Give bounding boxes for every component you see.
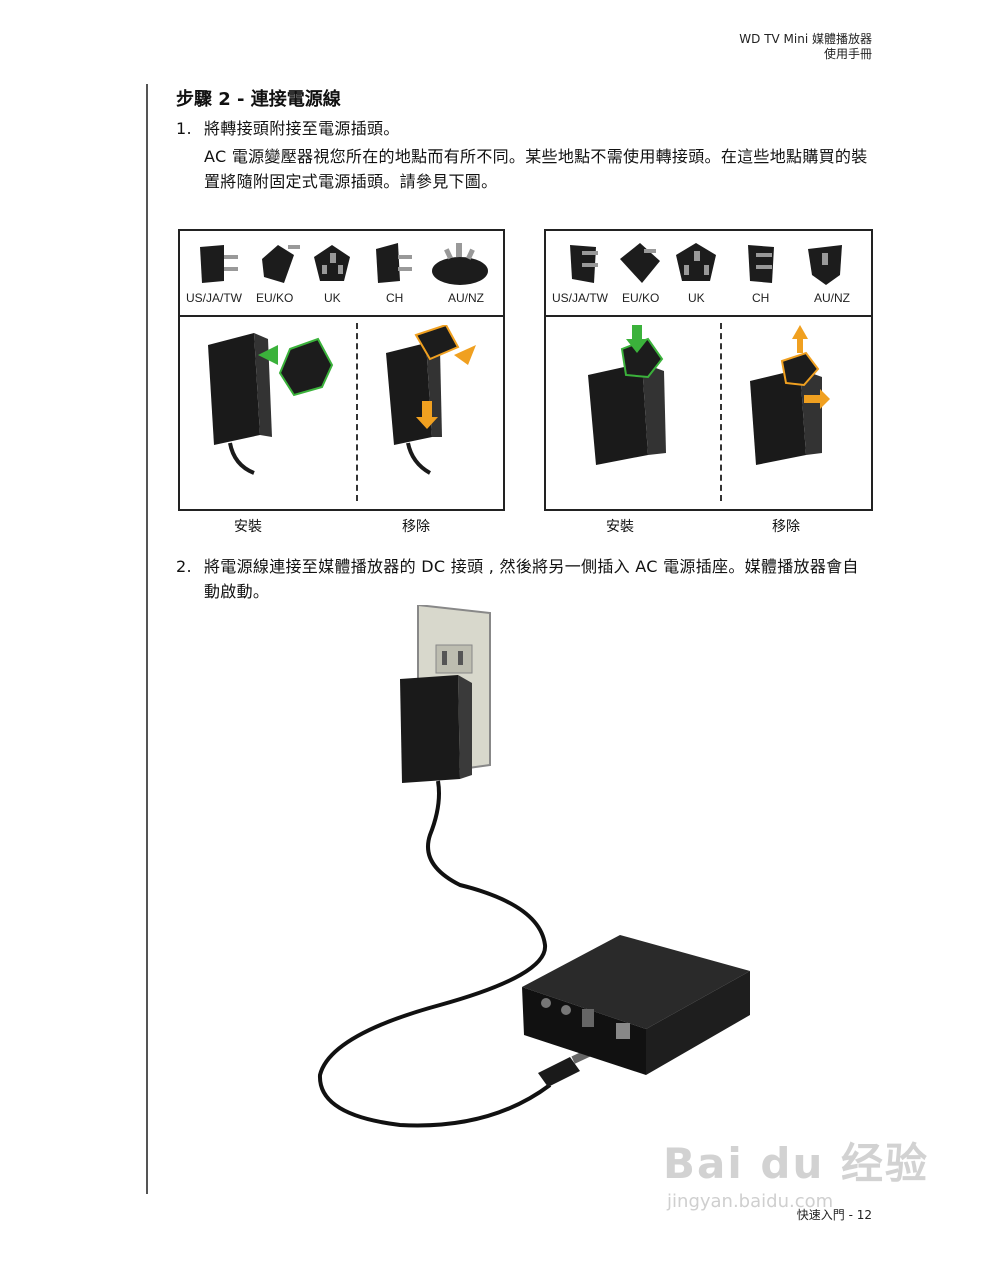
plug-label: UK [324, 291, 341, 305]
plug-label: AU/NZ [814, 291, 850, 305]
item-description: AC 電源變壓器視您所在的地點而有所不同。某些地點不需使用轉接頭。在這些地點購買… [204, 147, 868, 191]
caption-remove: 移除 [402, 519, 430, 535]
plug-label: EU/KO [256, 291, 294, 305]
plug-label: EU/KO [622, 291, 660, 305]
power-cable [317, 780, 552, 1128]
remove-adapter-illustration [750, 325, 830, 465]
step-title: 步驟 2 - 連接電源線 [176, 89, 341, 110]
margin-rule [146, 84, 148, 1194]
uk-plug-icon [676, 243, 716, 281]
caption-install: 安裝 [606, 519, 634, 535]
au-plug-icon [808, 245, 842, 285]
watermark-url: jingyan.baidu.com [667, 1191, 834, 1212]
install-adapter-illustration [588, 325, 666, 465]
eu-plug-icon [620, 243, 660, 283]
adapter-panel-left: US/JA/TW EU/KO UK CH AU/NZ [178, 229, 505, 511]
power-adapter [400, 675, 460, 783]
install-adapter-illustration [208, 333, 334, 475]
header-product: WD TV Mini 媒體播放器 [739, 32, 872, 46]
power-connection-illustration [317, 605, 750, 1128]
instruction-2: 2. 將電源線連接至媒體播放器的 DC 接頭 , 然後將另一側插入 AC 電源插… [176, 554, 874, 604]
header-doc: 使用手冊 [823, 47, 872, 61]
divider [720, 323, 722, 501]
plug-row: US/JA/TW EU/KO UK CH AU/NZ [546, 231, 871, 317]
ch-plug-icon [376, 243, 412, 283]
page-footer: 快速入門 - 12 [796, 1208, 872, 1222]
caption-install: 安裝 [234, 519, 262, 535]
plug-label: US/JA/TW [186, 291, 242, 305]
instruction-1: 1. 將轉接頭附接至電源插頭。 AC 電源變壓器視您所在的地點而有所不同。某些地… [176, 116, 874, 194]
divider [356, 323, 358, 501]
caption-remove: 移除 [772, 519, 800, 535]
item-number: 1. [176, 119, 192, 138]
media-player [522, 935, 750, 1029]
remove-adapter-illustration [386, 325, 476, 475]
us-plug-icon [570, 245, 598, 283]
plug-label: CH [386, 291, 404, 305]
plug-label: CH [752, 291, 770, 305]
uk-plug-icon [314, 245, 350, 281]
watermark: Bai du 经验 jingyan.baidu.com [663, 1130, 929, 1212]
au-plug-icon [432, 243, 488, 285]
ch-plug-icon [748, 245, 774, 283]
item-title: 將轉接頭附接至電源插頭。 [204, 119, 400, 138]
plug-label: UK [688, 291, 705, 305]
plug-label: US/JA/TW [552, 291, 608, 305]
plug-row: US/JA/TW EU/KO UK CH AU/NZ [180, 231, 503, 317]
eu-plug-icon [262, 245, 300, 283]
item-text: 將電源線連接至媒體播放器的 DC 接頭 , 然後將另一側插入 AC 電源插座。媒… [204, 557, 859, 601]
item-number: 2. [176, 557, 192, 576]
us-plug-icon [200, 245, 238, 283]
watermark-main: Bai du 经验 [663, 1139, 929, 1188]
running-header: WD TV Mini 媒體播放器 使用手冊 [739, 32, 872, 62]
plug-label: AU/NZ [448, 291, 484, 305]
adapter-panel-right: US/JA/TW EU/KO UK CH AU/NZ [544, 229, 873, 511]
